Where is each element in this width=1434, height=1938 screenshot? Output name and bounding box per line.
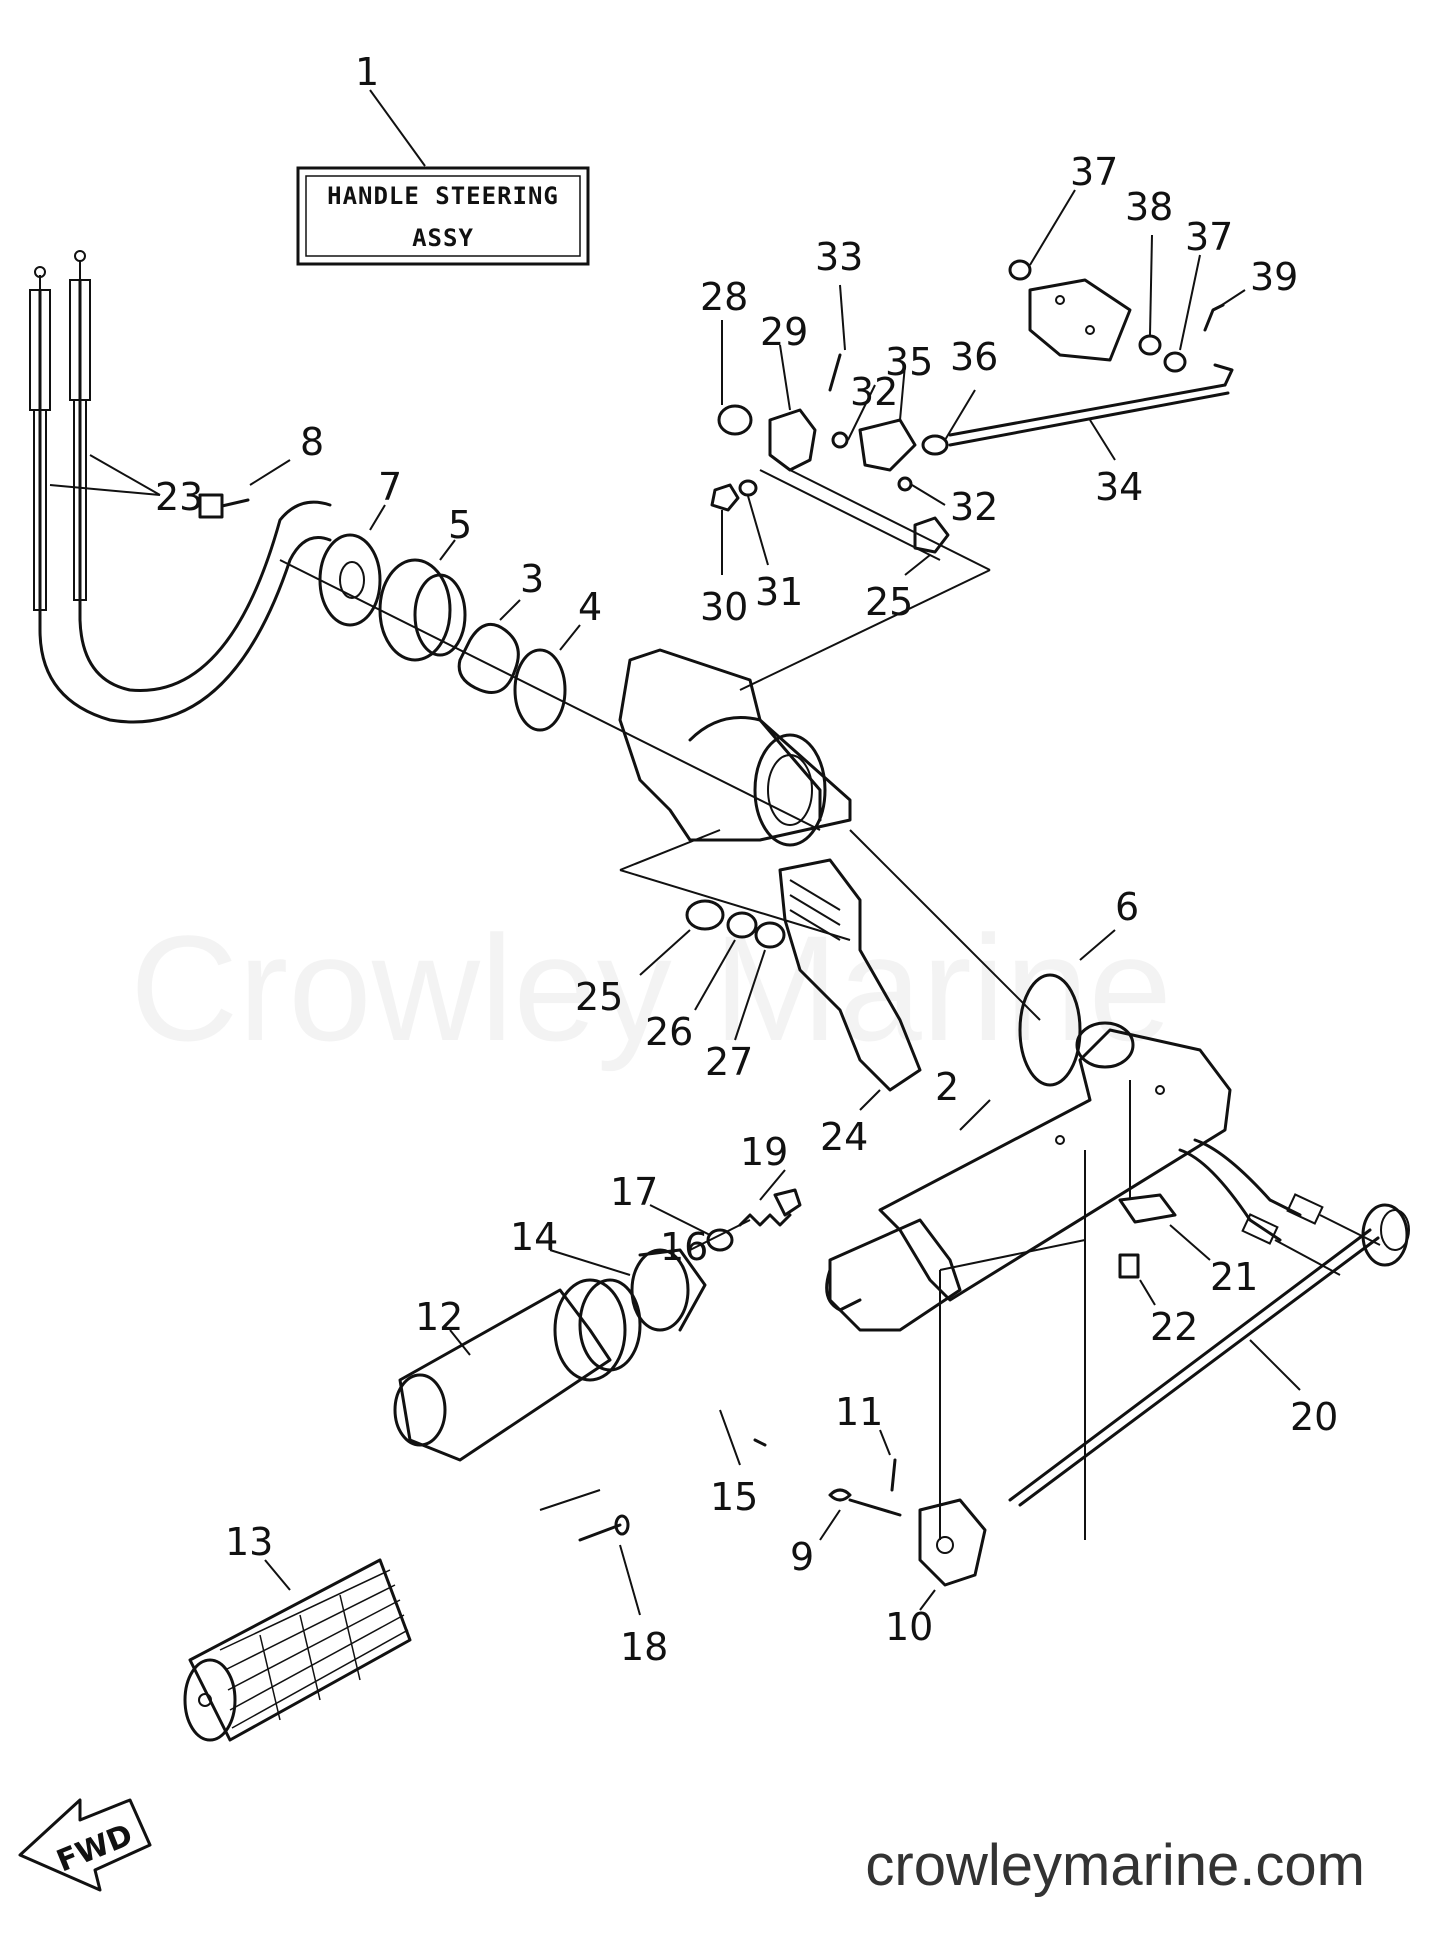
joint-35 [858, 418, 917, 472]
callout-10: 10 [885, 1605, 933, 1649]
grommet-28 [717, 404, 753, 436]
callout-1: 1 [355, 50, 379, 94]
sleeve-14 [630, 1248, 707, 1332]
callout-11: 11 [835, 1390, 883, 1434]
bracket-housing [618, 648, 852, 847]
washer-37-right [1163, 351, 1187, 373]
callout-25-upper: 25 [865, 580, 913, 624]
grip-shell-12 [393, 1278, 642, 1462]
washer-26 [726, 911, 758, 939]
callout-27: 27 [705, 1040, 753, 1084]
callout-31: 31 [755, 570, 803, 614]
lever-24 [778, 858, 922, 1092]
washer-27 [754, 921, 786, 949]
callout-3: 3 [520, 557, 544, 601]
callout-5: 5 [448, 503, 472, 547]
callout-35: 35 [885, 340, 933, 384]
screw-18 [578, 1514, 630, 1542]
callout-21: 21 [1210, 1255, 1258, 1299]
arm-29 [768, 408, 817, 472]
callout-7: 7 [378, 465, 402, 509]
callout-39: 39 [1250, 255, 1298, 299]
callout-30: 30 [700, 585, 748, 629]
washer-38 [1138, 334, 1162, 356]
title-box: HANDLE STEERING ASSY [296, 166, 590, 266]
callout-16: 16 [660, 1225, 708, 1269]
bolt-22 [1118, 1253, 1140, 1279]
callouts: 1 2 3 4 5 6 7 8 9 10 11 12 13 14 15 16 1… [155, 50, 1338, 1669]
title-box-line2: ASSY [412, 224, 474, 252]
callout-33: 33 [815, 235, 863, 279]
bolt-8 [198, 493, 250, 519]
nut-25-lower [685, 899, 725, 931]
block-10 [918, 1498, 987, 1587]
callout-4: 4 [578, 585, 602, 629]
steering-arm-2 [825, 1021, 1302, 1332]
wave-washer-3 [457, 622, 520, 694]
callout-34: 34 [1095, 465, 1143, 509]
callout-2: 2 [935, 1065, 959, 1109]
bushing-5 [378, 558, 467, 662]
pin-15 [753, 1438, 767, 1447]
callout-37-right: 37 [1185, 215, 1233, 259]
nut-19 [773, 1188, 802, 1217]
grip-knurled-13 [183, 1558, 412, 1742]
callout-22: 22 [1150, 1305, 1198, 1349]
callout-18: 18 [620, 1625, 668, 1669]
footer-url: crowleymarine.com [865, 1833, 1365, 1898]
callout-17: 17 [610, 1170, 658, 1214]
assembly-guides [279, 469, 1131, 1540]
callout-6: 6 [1115, 885, 1139, 929]
nut-25-upper [913, 516, 950, 554]
callout-19: 19 [740, 1130, 788, 1174]
callout-28: 28 [700, 275, 748, 319]
callout-36: 36 [950, 335, 998, 379]
callout-26: 26 [645, 1010, 693, 1054]
callout-9: 9 [790, 1535, 814, 1579]
callout-8: 8 [300, 420, 324, 464]
callout-12: 12 [415, 1295, 463, 1339]
washer-37-left [1008, 259, 1032, 281]
callout-29: 29 [760, 310, 808, 354]
forward-direction-arrow: FWD [18, 1798, 152, 1892]
spring-16 [738, 1213, 792, 1227]
callout-23: 23 [155, 475, 203, 519]
plate-6 [1018, 973, 1082, 1087]
callout-13: 13 [225, 1520, 273, 1564]
callout-32-upper: 32 [850, 370, 898, 414]
pin-33 [828, 353, 842, 392]
plate-21 [1118, 1193, 1177, 1224]
cotter-pin-39 [1203, 303, 1225, 332]
pin-11 [890, 1458, 897, 1492]
callout-38: 38 [1125, 185, 1173, 229]
callout-15: 15 [710, 1475, 758, 1519]
callout-14: 14 [510, 1215, 558, 1259]
plate-7 [318, 533, 382, 627]
rod-34 [948, 363, 1234, 447]
callout-20: 20 [1290, 1395, 1338, 1439]
callout-37-left: 37 [1070, 150, 1118, 194]
bolt-30 [710, 483, 740, 512]
callout-32-lower: 32 [950, 485, 998, 529]
washer-32-lower [897, 476, 913, 492]
shaft-20 [1008, 1203, 1410, 1507]
throttle-cables [29, 250, 332, 724]
ring-4 [513, 648, 567, 732]
wing-screw-9 [828, 1488, 902, 1517]
nut-36 [921, 434, 949, 456]
callout-25-lower: 25 [575, 975, 623, 1019]
watermark-text: Crowley Marine [130, 904, 1172, 1072]
title-box-line1: HANDLE STEERING [327, 182, 559, 210]
washer-32-upper [831, 431, 849, 449]
washer-31 [738, 479, 758, 497]
bracket-upper-right [1028, 278, 1132, 362]
callout-24: 24 [820, 1115, 868, 1159]
cable-ends-right [1241, 1193, 1381, 1276]
